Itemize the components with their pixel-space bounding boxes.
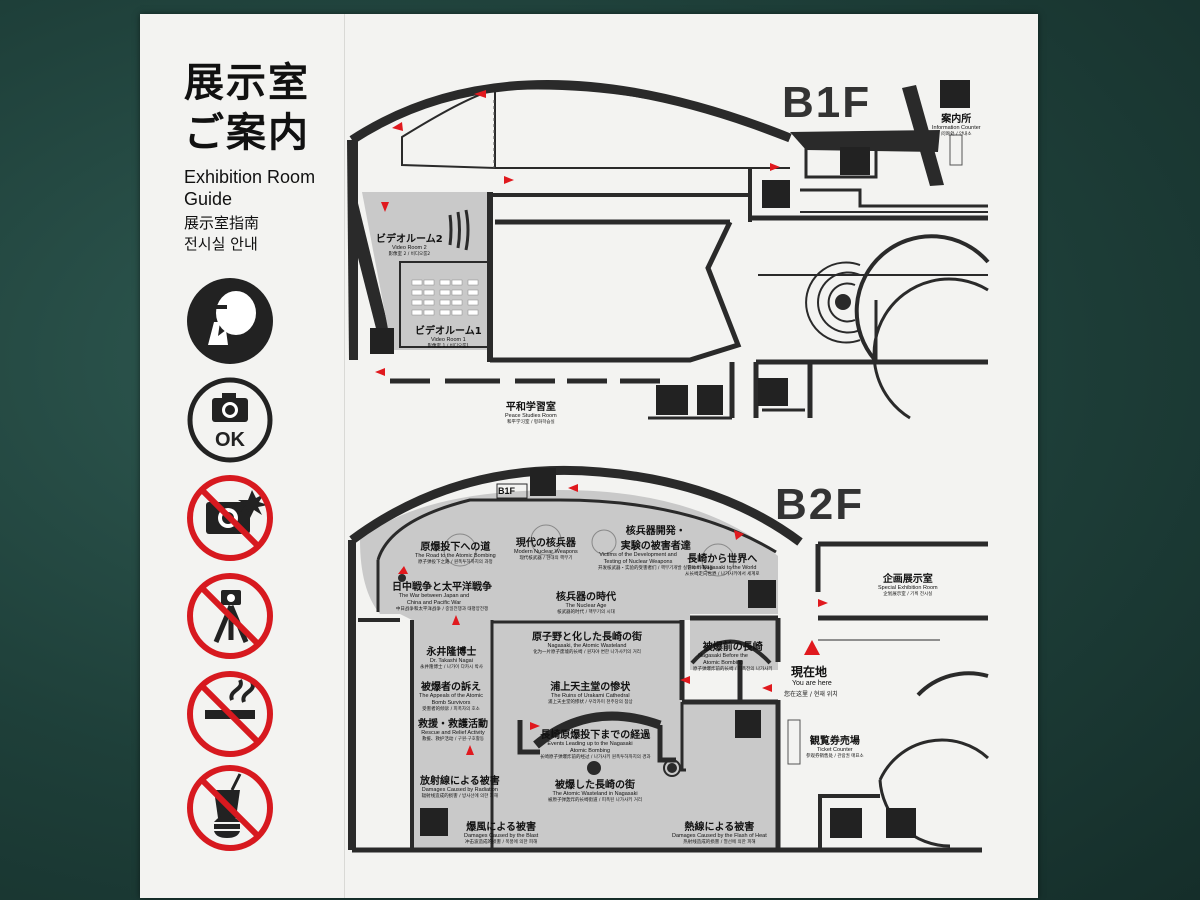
video-room-1-label: ビデオルーム1 Video Room 1 影像室 1 / 비디오룸1 <box>415 326 482 349</box>
you-are-here-en: You are here <box>792 680 832 687</box>
nuclear-age-label: 核兵器の時代 The Nuclear Age 核武器的时代 / 핵무기의 시대 <box>556 592 616 615</box>
no-tripod-icon <box>187 573 273 659</box>
no-flash-icon <box>187 475 273 561</box>
b1f-floor-label: B1F <box>782 78 872 127</box>
special-exhibition-label: 企画展示室 Special Exhibition Room 企划展示室 / 기획… <box>878 574 938 597</box>
road-to-bombing-label: 原爆投下への道 The Road to the Atomic Bombing 原… <box>415 542 496 565</box>
ticket-counter-label: 観覧券売場 Ticket Counter 参观券销售处 / 관람권 매표소 <box>806 736 864 759</box>
rescue-relief-label: 救援・救護活動 Rescue and Relief Activity 救援、救护… <box>418 719 488 742</box>
photo-ok-text: OK <box>215 429 246 451</box>
radiation-damage-label: 放射線による被害 Damages Caused by Radiation 辐射线… <box>420 776 500 799</box>
events-leading-label: 長崎原爆投下までの経過 Events Leading up to the Nag… <box>540 730 651 760</box>
b2f-floor-label: B2F <box>775 480 865 529</box>
survivors-appeal-label: 被爆者の訴え The Appeals of the Atomic Bomb Su… <box>419 682 483 712</box>
photo-ok-icon <box>187 377 273 463</box>
heat-damage-label: 熱線による被害 Damages Caused by the Flash of H… <box>672 822 767 845</box>
b1f-exit-label: B1F <box>498 486 516 496</box>
quiet-please-icon <box>187 278 273 364</box>
guide-title-zh: 展示室指南 <box>184 214 260 232</box>
panel-seam <box>344 14 345 898</box>
blast-damage-label: 爆風による被害 Damages Caused by the Blast 冲击波造… <box>464 822 539 845</box>
you-are-here-ck: 您在这里 / 현재 위치 <box>784 691 838 698</box>
dr-nagai-label: 永井隆博士 Dr. Takashi Nagai 永井隆博士 / 나가이 다카시 … <box>420 647 483 670</box>
nagasaki-to-world-label: 長崎から世界へ From Nagasaki to the World 从长崎走向… <box>685 554 760 577</box>
peace-studies-room-label: 平和学習室 Peace Studies Room 和平学习室 / 평화학습실 <box>505 402 557 425</box>
guide-title-ja: 展示室 ご案内 <box>184 60 310 156</box>
video-room-2-label: ビデオルーム2 Video Room 2 影像室 2 / 비디오룸2 <box>376 234 443 257</box>
b1f-map <box>347 80 990 420</box>
urakami-cathedral-label: 浦上天主堂の惨状 The Ruins of Urakami Cathedral … <box>548 682 633 705</box>
victims-of-testing-label: 核兵器開発・ 実験の被害者達 Victims of the Developmen… <box>598 526 714 571</box>
bombed-nagasaki-label: 被爆した長崎の街 The Atomic Wasteland in Nagasak… <box>548 780 642 803</box>
sino-pacific-war-label: 日中戦争と太平洋戦争 The War between Japan and Chi… <box>392 582 492 612</box>
no-food-drink-icon <box>187 765 273 851</box>
atomic-wasteland-label: 原子野と化した長崎の街 Nagasaki, the Atomic Wastela… <box>532 632 642 655</box>
information-counter-label: 案内所 Information Counter 问询处 / 안내소 <box>932 114 981 137</box>
modern-nuclear-weapons-label: 現代の核兵器 Modern Nuclear Weapons 现代核武器 / 현대… <box>514 538 578 561</box>
before-bombing-label: 被爆前の長崎 Nagasaki Before the Atomic Bombin… <box>693 642 773 672</box>
b2f-map <box>348 465 990 853</box>
no-smoking-icon <box>187 671 273 757</box>
guide-title-en: Exhibition Room Guide <box>184 167 316 209</box>
guide-title-ko: 전시실 안내 <box>184 235 258 253</box>
you-are-here-marker <box>804 640 820 655</box>
you-are-here-ja: 現在地 <box>791 665 828 679</box>
